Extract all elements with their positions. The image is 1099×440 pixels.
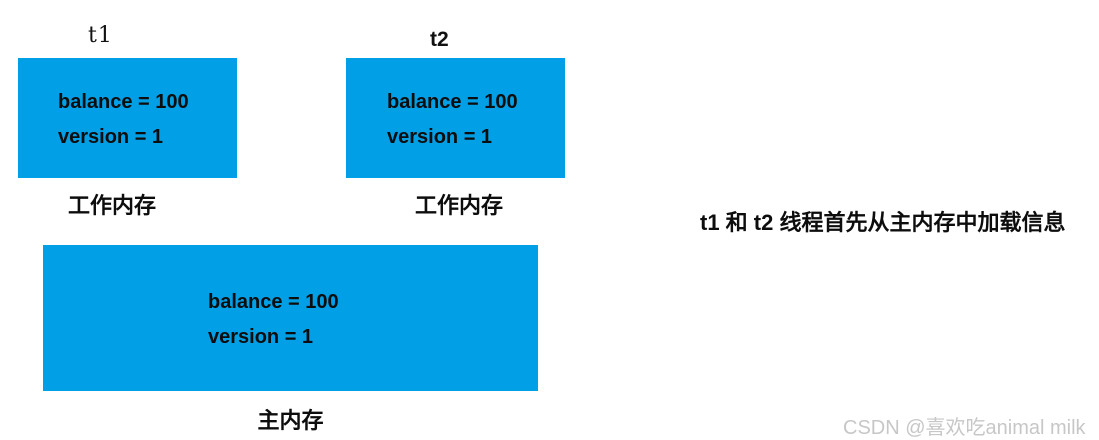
- thread2-version-value: version = 1: [387, 126, 493, 148]
- thread1-balance-value: balance = 100: [58, 91, 189, 113]
- main-memory-box: balance = 100 version = 1: [43, 245, 538, 391]
- main-memory-label: 主内存: [257, 408, 324, 433]
- thread2-balance-value: balance = 100: [387, 91, 518, 113]
- thread1-title: t1: [88, 23, 113, 48]
- csdn-watermark: CSDN @喜欢吃animal milk: [843, 417, 1086, 439]
- thread2-working-memory-box: balance = 100 version = 1: [346, 58, 565, 178]
- thread1-version-value: version = 1: [58, 126, 164, 148]
- main-memory-balance-value: balance = 100: [208, 291, 339, 313]
- main-memory-version-value: version = 1: [208, 326, 314, 348]
- annotation-text: t1 和 t2 线程首先从主内存中加载信息: [700, 210, 1066, 235]
- thread2-working-memory-label: 工作内存: [415, 193, 504, 218]
- thread1-working-memory-label: 工作内存: [68, 193, 157, 218]
- thread2-title: t2: [430, 28, 449, 51]
- thread1-working-memory-box: balance = 100 version = 1: [18, 58, 237, 178]
